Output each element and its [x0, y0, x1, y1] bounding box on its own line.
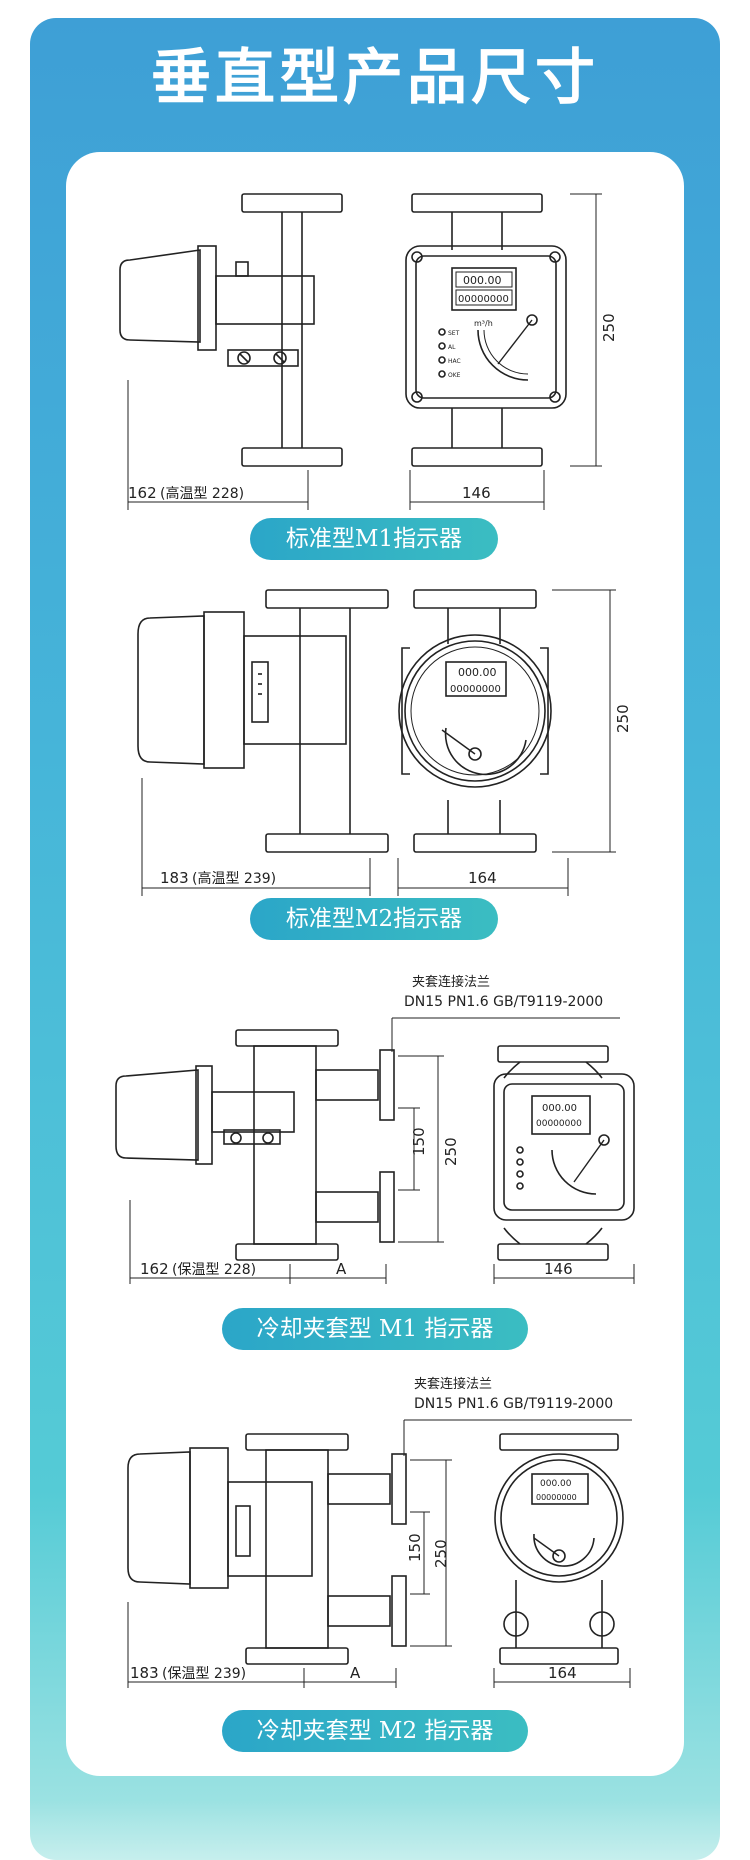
section-standard-m2: 183 (高温型 239) 164 250 000.00 00000000 标准…	[0, 578, 750, 968]
drawing-standard-m1	[119, 193, 602, 510]
round-dial	[398, 634, 552, 788]
flow-scale-arc	[477, 329, 529, 381]
section-jacket-m2: 夹套连接法兰 DN15 PN1.6 GB/T9119-2000 150 250 …	[0, 1362, 750, 1762]
lcd-display	[531, 1095, 591, 1135]
content-card	[66, 152, 684, 1776]
section-label: 标准型M2指示器	[250, 898, 498, 940]
bottom-flange	[241, 447, 343, 467]
magnet-block	[215, 275, 315, 325]
section-label: 冷却夹套型 M2 指示器	[222, 1710, 528, 1752]
pointer-needle	[497, 319, 533, 365]
front-housing	[405, 245, 567, 409]
front-bottom-flange	[411, 447, 543, 467]
lcd-display	[445, 661, 507, 697]
page-title: 垂直型产品尺寸	[151, 43, 599, 113]
section-label: 冷却夹套型 M1 指示器	[222, 1308, 528, 1350]
section-standard-m1: 162 (高温型 228) 146 250 000.00 00000000 m³…	[0, 180, 750, 580]
jacket-body	[253, 1045, 317, 1245]
drawing-standard-m2	[137, 589, 616, 896]
lcd-display	[451, 267, 517, 311]
drawing-jacket-m2	[127, 1419, 632, 1688]
decorative-sweep	[30, 1800, 720, 1860]
front-housing	[493, 1073, 635, 1221]
top-flange	[241, 193, 343, 213]
indicator-housing	[119, 249, 201, 343]
section-label: 标准型M1指示器	[250, 518, 498, 560]
round-dial	[494, 1453, 624, 1583]
indicator-housing	[137, 615, 205, 765]
section-jacket-m1: 夹套连接法兰 DN15 PN1.6 GB/T9119-2000 150 250 …	[0, 960, 750, 1350]
drawing-jacket-m1	[115, 1017, 635, 1284]
front-top-flange	[411, 193, 543, 213]
